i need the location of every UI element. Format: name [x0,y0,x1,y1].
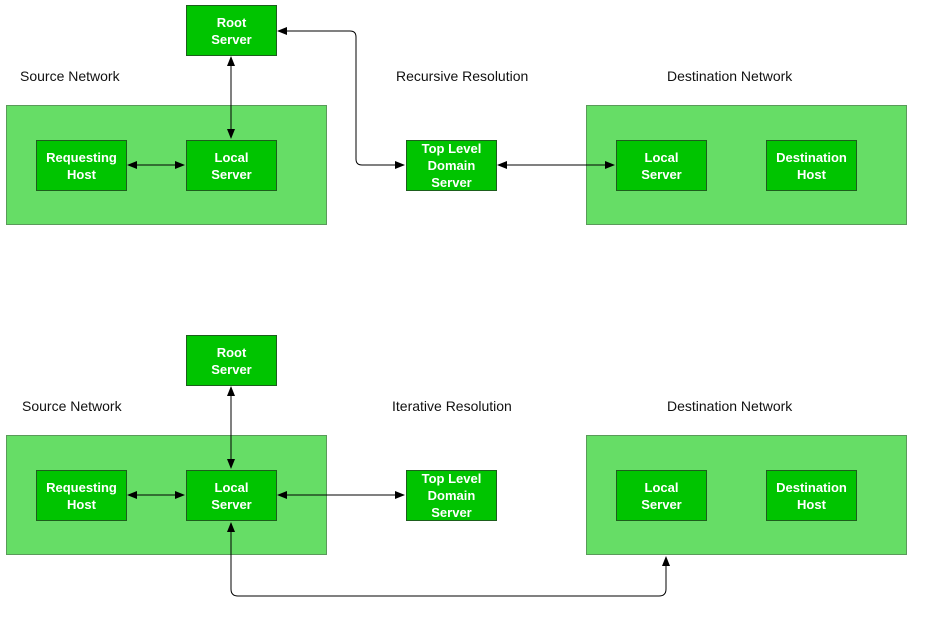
iterative-requesting-host[interactable]: Requesting Host [36,470,127,521]
recursive-destination-host[interactable]: Destination Host [766,140,857,191]
iterative-section-label: Iterative Resolution [392,398,512,414]
recursive-tld-server[interactable]: Top Level Domain Server [406,140,497,191]
recursive-local-server-destination[interactable]: Local Server [616,140,707,191]
iterative-root-server[interactable]: Root Server [186,335,277,386]
iterative-destination-host[interactable]: Destination Host [766,470,857,521]
iterative-tld-server[interactable]: Top Level Domain Server [406,470,497,521]
iterative-destination-network-label: Destination Network [667,398,793,414]
iterative-local-server-source[interactable]: Local Server [186,470,277,521]
recursive-destination-network-label: Destination Network [667,68,793,84]
recursive-arrow-root-tld [277,27,405,169]
iterative-arrow-local-destination [227,522,670,597]
recursive-section-label: Recursive Resolution [396,68,529,84]
iterative-local-server-destination[interactable]: Local Server [616,470,707,521]
recursive-root-server[interactable]: Root Server [186,5,277,56]
recursive-requesting-host[interactable]: Requesting Host [36,140,127,191]
recursive-local-server-source[interactable]: Local Server [186,140,277,191]
iterative-source-network-label: Source Network [22,398,122,414]
recursive-source-network-label: Source Network [20,68,120,84]
